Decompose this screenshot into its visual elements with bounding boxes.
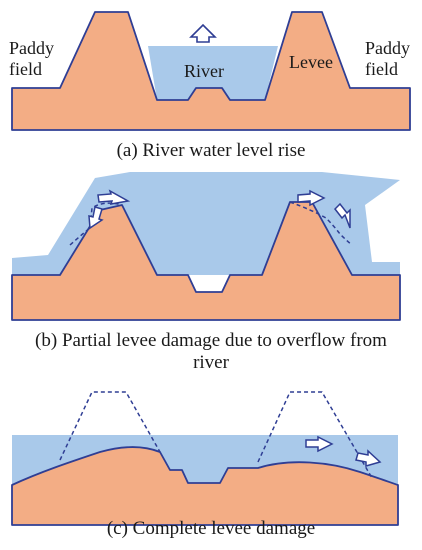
caption-a: (a) River water level rise [117,140,306,161]
label-river: River [184,61,224,81]
flow-arrows-b [88,189,351,230]
flow-arrow-icon [355,449,382,467]
up-arrow-icon [189,23,217,43]
eroded-outline-right [289,201,353,246]
river-water-a [148,46,278,100]
caption-c: (c) Complete levee damage [107,518,315,539]
label-paddy-field-left-1: Paddy [9,38,54,58]
ground-c [11,446,399,526]
panel-c: (c) Complete levee damage [11,391,399,539]
flow-arrow-icon [297,189,326,207]
flow-arrow-icon [88,206,104,230]
caption-b-line-1: (b) Partial levee damage due to overflow… [35,330,387,351]
panel-a: Paddy field River Levee Paddy field (a) … [9,11,411,161]
flow-arrow-icon [305,435,334,453]
ground-a [11,11,411,131]
flow-arrow-icon [334,202,351,229]
caption-b-line-2: river [193,352,230,373]
panel-b: (b) Partial levee damage due to overflow… [11,172,401,373]
rise-arrow [189,23,217,43]
label-levee: Levee [289,52,333,72]
flow-arrow-icon [97,189,131,205]
label-paddy-field-right-1: Paddy [365,38,410,58]
label-paddy-field-left-2: field [9,59,42,79]
ground-b [11,201,401,321]
original-levee-outline-left [59,391,161,461]
original-levee-outline-right [257,391,373,479]
flow-arrows-c [305,435,382,467]
label-paddy-field-right-2: field [365,59,398,79]
